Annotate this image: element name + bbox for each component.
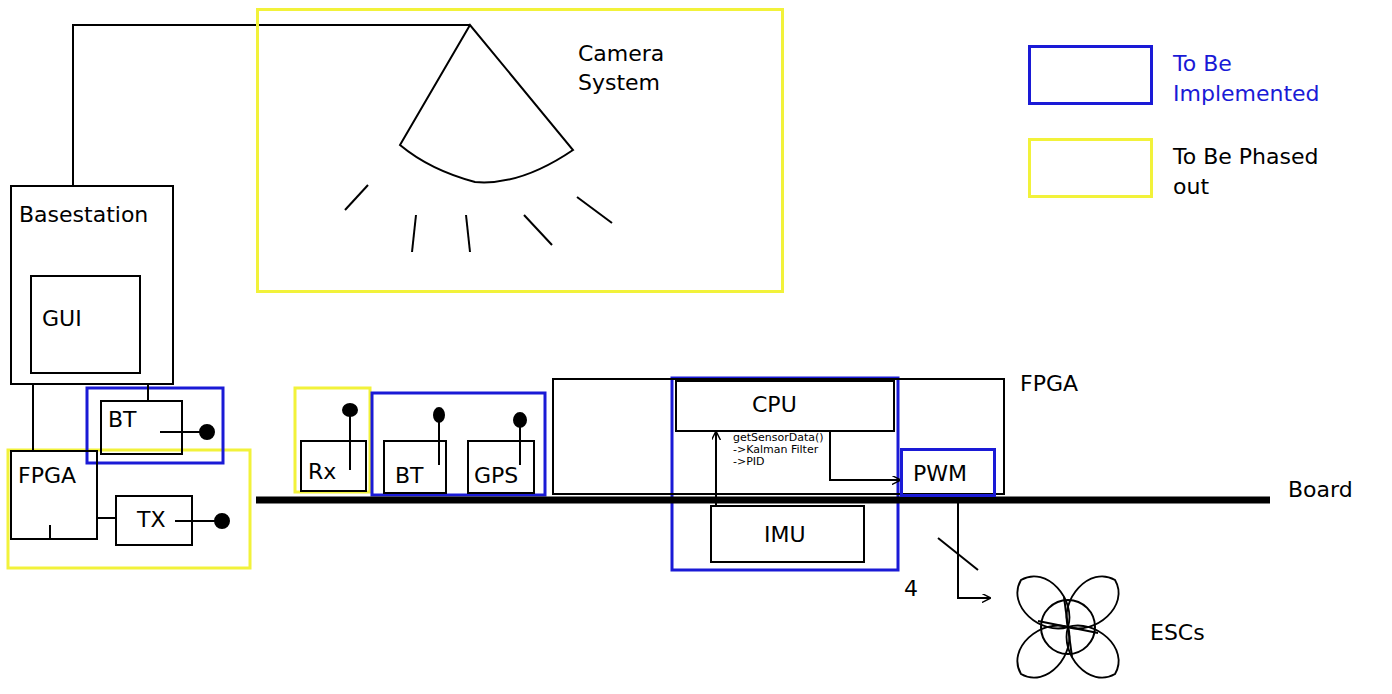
basestation-box: BasestationGUI [10,185,174,385]
node-label: TX [137,506,166,535]
node-label: CPU [752,391,797,420]
connector [32,385,34,450]
connector [73,25,256,185]
imu-box: IMU [710,505,865,563]
node-label: FPGA [1020,370,1078,399]
bt-module-box: BT [383,440,447,494]
node-label: Basestation [19,201,148,230]
gps-box: GPS [467,440,535,494]
legend-text: To Be Phased out [1173,142,1323,201]
legend-text: To Be Implemented [1173,49,1323,108]
node-label: BT [395,462,424,491]
board-bar [256,497,1270,504]
implement-outlines [87,378,898,570]
camera-system-box: Camera System [256,8,784,293]
node-label: Rx [308,458,336,487]
node-label: Camera System [578,40,698,97]
node-label: ESCs [1150,619,1205,648]
rotor-drawing [990,565,1140,691]
connector [98,517,115,519]
antennas [50,404,526,540]
node-label: BT [108,406,137,435]
rx-box: Rx [300,440,367,492]
esc-group: ESCs [990,565,1209,691]
cpu-box: CPU [675,380,895,432]
node-label: GPS [474,462,518,491]
connector [147,385,149,400]
node-label: FPGA [18,462,76,491]
node-label: PWM [913,460,967,489]
phase-out-outlines [8,388,370,568]
fpga-box: FPGA [10,450,98,540]
function-call: getSensorData() [733,431,824,444]
camera-drawing [256,25,612,252]
function-step: ->Kalman Filter [733,443,818,456]
pwm-box: PWM [900,448,996,497]
legend-swatch [1028,138,1153,198]
node-label: IMU [764,521,806,550]
board-label: Board [1288,477,1353,502]
legend-swatch [1028,45,1153,105]
connector [830,432,900,480]
bt-module-box: BT [100,400,183,455]
bus-width-number: 4 [904,576,918,601]
tx-box: TX [115,495,193,546]
connector [958,497,990,598]
gui-box: GUI [30,275,141,374]
function-step: ->PID [733,455,765,468]
node-label: GUI [42,305,82,334]
